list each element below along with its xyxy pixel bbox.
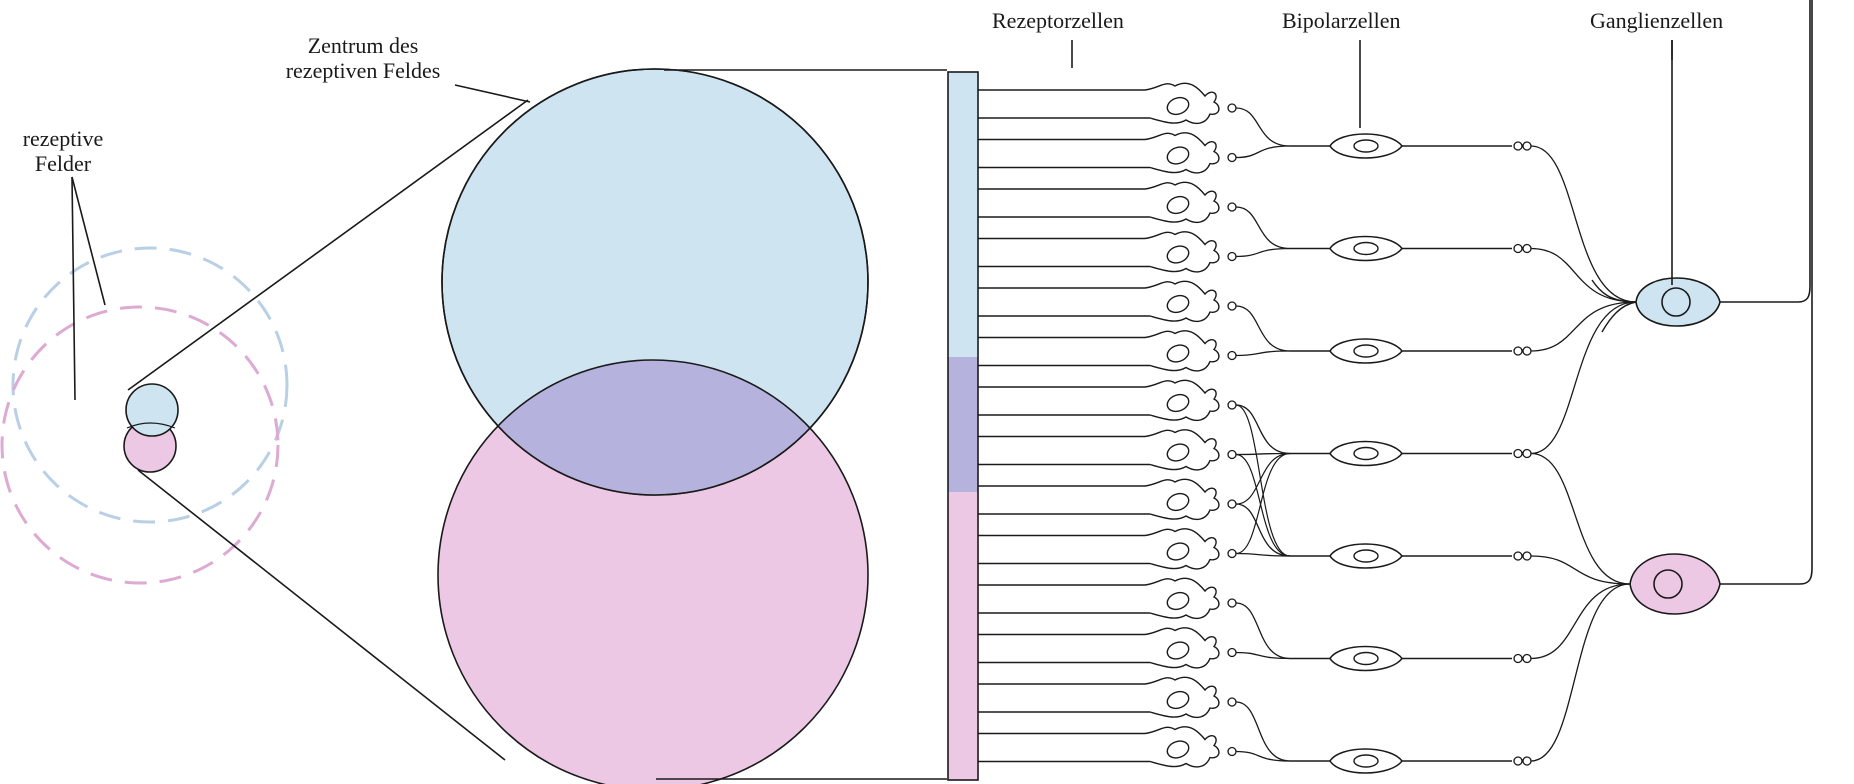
pointer-line [71,176,106,306]
receptor-cell [978,429,1237,471]
receptor-cell [978,478,1237,521]
bipolar-cell [1235,701,1532,774]
label-zentrum-des-rezeptiven-feldes: Zentrum des rezeptiven Feldes [258,33,468,84]
bipolar-cell [1235,107,1532,159]
label-zentrum-line1: Zentrum des [307,33,419,58]
receptor-cell [978,379,1237,422]
bipolar-cell [1235,305,1532,364]
pointer-line [71,176,76,401]
small-field-blue [125,383,179,437]
receptor-cell [978,676,1237,719]
receptor-cell [978,82,1237,125]
crossing-dendrite [1235,452,1291,555]
bipolar-cell [1235,503,1532,569]
receptive-field-outline-pink [0,305,280,585]
label-zentrum-line2: rezeptiven Feldes [285,58,441,84]
bipolar-cell [1235,404,1532,467]
receptor-cell [978,627,1237,669]
ganglion-input-wiring [1530,145,1637,762]
label-ganglienzellen: Ganglienzellen [1590,8,1724,33]
label-rezeptive-felder: rezeptive Felder [8,126,118,177]
receptor-cells [978,82,1237,768]
zoom-line-bottom [137,469,506,761]
receptor-cell [978,577,1237,620]
crossing-dendrite [1235,452,1291,505]
bipolar-cell [1235,206,1532,262]
ganglion-cell-blue [1591,0,1811,333]
zoom-line-top [127,99,529,391]
receptor-bar-pink [948,492,978,780]
receptor-cell [978,528,1237,570]
receptor-bar-outline [947,71,979,781]
receptor-bar-overlap [948,357,978,492]
receptive-field-outline-blue [11,246,289,524]
receptor-cell [978,330,1237,372]
label-rezeptive-line1: rezeptive [22,126,104,151]
bipolar-cells [1235,107,1637,774]
receptor-bar-blue [948,72,978,357]
small-field-overlap [126,422,176,429]
receptor-cell [978,132,1237,174]
crossing-dendrite [1235,453,1291,557]
label-rezeptorzellen: Rezeptorzellen [992,8,1124,33]
bipolar-cell [1235,602,1532,672]
zentrum-pointer [454,84,531,103]
receptor-cell [978,280,1237,323]
receptor-cell [978,181,1237,224]
crossing-dendrite [1235,404,1291,557]
receptor-cell [978,726,1237,768]
label-felder-line2: Felder [34,151,92,177]
receptor-cell [978,231,1237,273]
label-bipolarzellen: Bipolarzellen [1282,8,1401,33]
ganglion-cell-pink [1629,0,1813,615]
